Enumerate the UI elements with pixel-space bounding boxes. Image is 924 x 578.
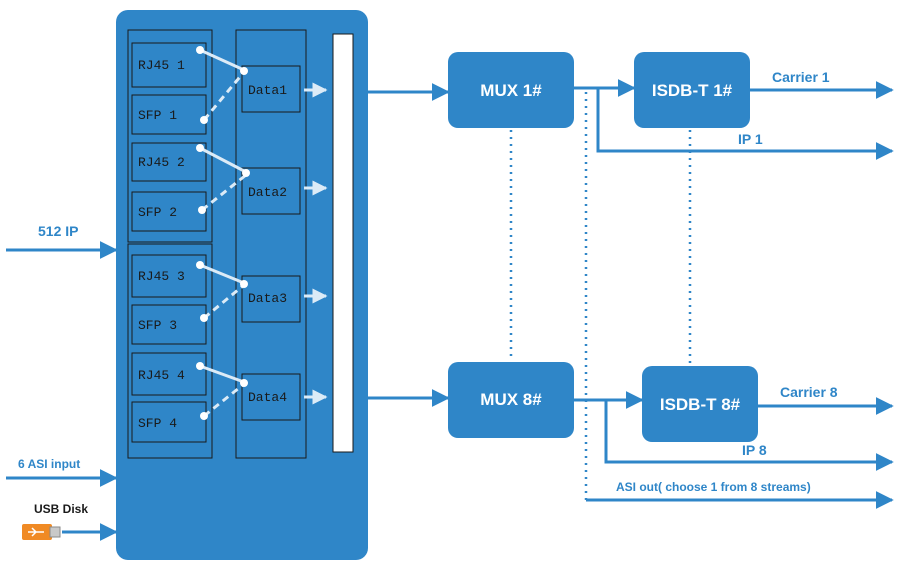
port-rj45-2 [131,142,207,182]
mux-8-block [448,362,574,438]
carrier-8-label: Carrier 8 [780,384,838,400]
switch-3-node-c [200,314,208,322]
switch-2-node-b [242,169,250,177]
mux1-to-ip1-line [596,88,894,160]
data-box-1 [241,65,301,113]
port-group-2 [127,243,213,459]
data-box-3 [241,275,301,323]
mux8-to-ip8-line [604,400,894,471]
isdbt-8-label: ISDB-T 8# [660,395,741,414]
switch-4 [199,364,245,418]
port-rj45-1 [131,42,207,88]
port-sfp-1-label: SFP 1 [138,108,177,123]
mux-1-label: MUX 1# [480,81,542,100]
switch-1-node-a [196,46,204,54]
port-sfp-4-label: SFP 4 [138,416,177,431]
switch-4-node-b [240,379,248,387]
switch-1-node-b [240,67,248,75]
port-sfp-1 [131,94,207,135]
data-box-1-label: Data1 [248,83,287,98]
mux-1-block [448,52,574,128]
carrier-1-label: Carrier 1 [772,69,830,85]
switch-2 [199,146,247,212]
port-rj45-2-label: RJ45 2 [138,155,185,170]
port-sfp-2-label: SFP 2 [138,205,177,220]
port-sfp-4 [131,401,207,443]
port-rj45-4 [131,352,207,396]
switch-4-node-a [196,362,204,370]
port-sfp-2 [131,191,207,232]
switch-3-node-a [196,261,204,269]
isdbt-1-block [634,52,750,128]
switch-2-node-c [198,206,206,214]
usb-disk-label: USB Disk [34,502,88,516]
port-rj45-3-label: RJ45 3 [138,269,185,284]
data-box-4 [241,373,301,421]
asi-out-label: ASI out( choose 1 from 8 streams) [616,480,811,494]
data-box-2-label: Data2 [248,185,287,200]
port-rj45-4-label: RJ45 4 [138,368,185,383]
data-box-2 [241,167,301,215]
mux-8-label: MUX 8# [480,390,542,409]
bus-bar [332,33,354,453]
switch-1 [199,48,246,121]
ip-1-label: IP 1 [738,131,763,147]
data-column [235,29,307,459]
switch-3 [199,263,245,320]
usb-icon [22,524,61,540]
port-rj45-1-label: RJ45 1 [138,58,185,73]
data-box-3-label: Data3 [248,291,287,306]
port-sfp-3-label: SFP 3 [138,318,177,333]
switch-3-node-b [240,280,248,288]
isdbt-8-block [642,366,758,442]
port-sfp-3 [131,304,207,345]
switch-1-node-c [200,116,208,124]
port-rj45-3 [131,254,207,298]
switch-2-node-a [196,144,204,152]
asi-input-label: 6 ASI input [18,457,80,471]
ip-input-label: 512 IP [38,223,78,239]
switch-4-node-c [200,412,208,420]
port-group-1 [127,29,213,243]
data-box-4-label: Data4 [248,390,287,405]
ip-8-label: IP 8 [742,442,767,458]
isdbt-1-label: ISDB-T 1# [652,81,733,100]
